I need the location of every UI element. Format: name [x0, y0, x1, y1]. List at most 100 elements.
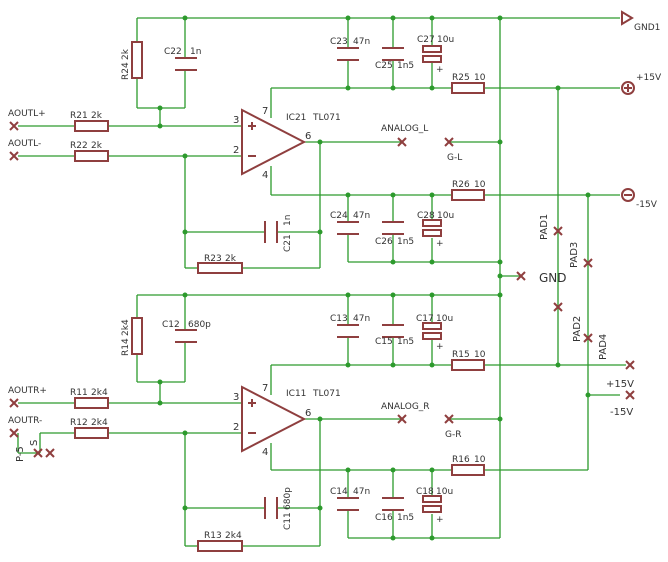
svg-text:-15V: -15V — [636, 200, 658, 210]
svg-text:C13: C13 — [330, 314, 348, 324]
svg-text:C17: C17 — [416, 314, 434, 324]
svg-text:C26: C26 — [375, 237, 393, 247]
capacitor-c12: C12 680p — [162, 320, 211, 343]
svg-text:680p: 680p — [283, 487, 293, 510]
resistor-r21: R21 2k — [70, 111, 109, 132]
svg-text:+: + — [436, 65, 444, 75]
svg-text:AOUTL-: AOUTL- — [8, 139, 41, 149]
svg-text:6: 6 — [305, 131, 311, 142]
svg-text:R23: R23 — [204, 254, 222, 264]
svg-text:AOUTL+: AOUTL+ — [8, 109, 46, 119]
svg-text:R22: R22 — [70, 141, 88, 151]
g-l-pad: G-L — [444, 137, 462, 163]
svg-text:G-L: G-L — [447, 153, 462, 163]
svg-text:+: + — [436, 342, 444, 352]
aoutl-minus-pad: AOUTL- — [8, 139, 41, 161]
resistor-r13: R13 2k4 — [197, 531, 243, 552]
svg-text:C22: C22 — [164, 47, 182, 57]
svg-text:R14: R14 — [121, 338, 131, 356]
svg-text:C12: C12 — [162, 320, 180, 330]
svg-text:2k: 2k — [121, 48, 131, 60]
resistor-r11: R11 2k4 — [70, 388, 109, 409]
svg-text:2k4: 2k4 — [121, 319, 131, 336]
svg-text:2k: 2k — [91, 111, 103, 121]
left-channel: AOUTL+ AOUTL- R21 2k R22 2k R24 2k — [8, 15, 620, 279]
svg-text:1n5: 1n5 — [397, 337, 414, 347]
svg-text:2k4: 2k4 — [91, 418, 108, 428]
gnd-pad: GND — [516, 271, 567, 285]
analog-r-pad: ANALOG_R — [381, 402, 430, 424]
aoutr-minus-pad: AOUTR- — [8, 416, 42, 438]
svg-text:C28: C28 — [417, 211, 435, 221]
svg-text:TL071: TL071 — [312, 113, 341, 123]
capacitor-c17: C17 10u + — [416, 314, 453, 352]
resistor-r14: R14 2k4 — [121, 317, 143, 356]
svg-text:R15: R15 — [452, 350, 470, 360]
g-r-pad: G-R — [444, 414, 461, 440]
svg-text:C25: C25 — [375, 61, 393, 71]
gnd1-symbol: GND1 — [621, 10, 660, 33]
svg-text:R12: R12 — [70, 418, 88, 428]
svg-text:1n5: 1n5 — [397, 61, 414, 71]
capacitor-c14: C14 47n — [330, 487, 370, 511]
svg-text:TL071: TL071 — [312, 389, 341, 399]
opamp-ic11: 3 2 6 7 4 IC11 TL071 — [233, 383, 341, 458]
svg-text:C24: C24 — [330, 211, 348, 221]
svg-text:C11: C11 — [283, 512, 293, 530]
svg-text:C15: C15 — [375, 337, 393, 347]
svg-text:C16: C16 — [375, 513, 393, 523]
resistor-r22: R22 2k — [70, 141, 109, 162]
svg-text:C21: C21 — [283, 234, 293, 252]
svg-text:R26: R26 — [452, 180, 470, 190]
svg-text:2: 2 — [233, 422, 239, 433]
svg-text:R24: R24 — [121, 62, 131, 80]
svg-text:G-R: G-R — [445, 430, 461, 440]
svg-text:R16: R16 — [452, 455, 470, 465]
svg-text:10u: 10u — [436, 314, 453, 324]
svg-text:10u: 10u — [436, 487, 453, 497]
svg-text:10: 10 — [474, 180, 486, 190]
capacitor-c26: C26 1n5 — [375, 221, 414, 247]
svg-text:GND1: GND1 — [634, 23, 660, 33]
svg-text:1n5: 1n5 — [397, 513, 414, 523]
resistor-r12: R12 2k4 — [70, 418, 109, 439]
capacitor-c22: C22 1n — [164, 47, 201, 71]
svg-text:R11: R11 — [70, 388, 88, 398]
svg-text:47n: 47n — [353, 37, 370, 47]
svg-text:47n: 47n — [353, 314, 370, 324]
capacitor-c27: C27 10u + — [417, 35, 454, 75]
svg-text:PAD1: PAD1 — [539, 214, 550, 240]
svg-text:7: 7 — [262, 106, 268, 117]
resistor-r23: R23 2k — [197, 254, 243, 274]
svg-text:ANALOG_R: ANALOG_R — [381, 402, 430, 412]
svg-text:10u: 10u — [437, 35, 454, 45]
capacitor-c24: C24 47n — [330, 211, 370, 235]
svg-text:PAD2: PAD2 — [572, 316, 583, 342]
capacitor-c18: C18 10u + — [416, 487, 453, 525]
aoutr-plus-pad: AOUTR+ — [8, 386, 47, 408]
analog-l-pad: ANALOG_L — [381, 124, 428, 147]
svg-text:P-5: P-5 — [15, 446, 26, 462]
resistor-r15: R15 10 — [451, 350, 486, 371]
svg-text:680p: 680p — [188, 320, 211, 330]
svg-text:C18: C18 — [416, 487, 434, 497]
capacitor-c28: C28 10u + — [417, 211, 454, 249]
svg-text:4: 4 — [262, 447, 268, 458]
capacitor-c16: C16 1n5 — [375, 497, 414, 523]
svg-text:R21: R21 — [70, 111, 88, 121]
svg-text:10: 10 — [474, 73, 486, 83]
svg-text:3: 3 — [233, 115, 239, 126]
capacitor-c21: C21 1n — [264, 215, 293, 252]
svg-text:7: 7 — [262, 383, 268, 394]
svg-text:R25: R25 — [452, 73, 470, 83]
svg-text:-15V: -15V — [610, 407, 633, 418]
capacitor-c13: C13 47n — [330, 314, 370, 338]
svg-text:1n: 1n — [283, 215, 293, 226]
svg-text:10u: 10u — [437, 211, 454, 221]
svg-text:1n: 1n — [190, 47, 201, 57]
resistor-r16: R16 10 — [451, 455, 486, 476]
svg-text:6: 6 — [305, 408, 311, 419]
svg-text:+15V: +15V — [606, 379, 634, 390]
svg-text:ANALOG_L: ANALOG_L — [381, 124, 428, 134]
